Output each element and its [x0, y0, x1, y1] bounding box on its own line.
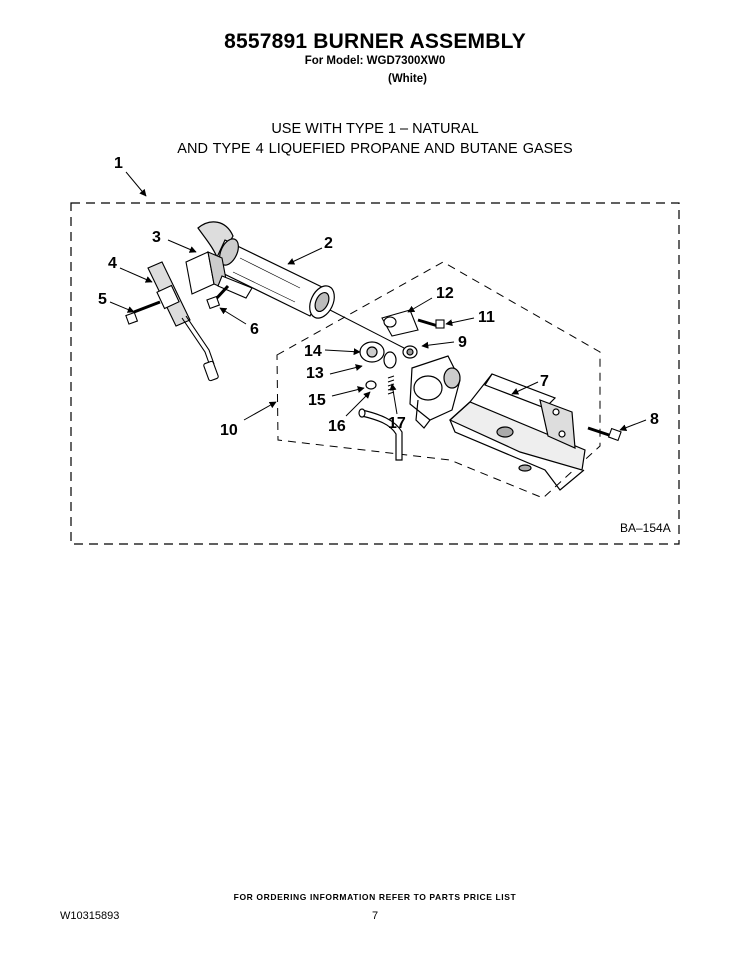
- document-number: W10315893: [60, 910, 120, 922]
- callout-16: 16: [328, 418, 346, 435]
- callout-4: 4: [108, 255, 117, 272]
- usage-line-2: AND TYPE 4 LIQUEFIED PROPANE AND BUTANE …: [177, 141, 573, 157]
- leader-7: [511, 381, 539, 395]
- callout-10: 10: [220, 422, 238, 439]
- callout-11: 11: [478, 309, 495, 326]
- model-line: For Model: WGD7300XW0: [304, 55, 446, 67]
- callout-7: 7: [540, 373, 549, 390]
- leader-14: [324, 348, 361, 356]
- bracket-screw: [206, 284, 230, 310]
- callout-8: 8: [650, 411, 659, 428]
- igniter: [147, 261, 219, 382]
- valve-subassembly-boundary: [276, 261, 601, 499]
- leader-12: [407, 297, 433, 313]
- page-number: 7: [372, 910, 379, 922]
- callout-14: 14: [304, 343, 322, 360]
- valve-bracket-screw: [587, 426, 622, 442]
- leader-15: [331, 386, 365, 397]
- callouts: 1 2 3 4 5 6 7 8 9 10 11 12 13 14 15 16 1…: [98, 155, 659, 439]
- callout-17: 17: [388, 415, 406, 432]
- igniter-screw: [125, 300, 161, 325]
- callout-9: 9: [458, 334, 467, 351]
- leader-2: [287, 247, 323, 265]
- leader-8: [619, 419, 647, 432]
- leader-5: [109, 301, 135, 313]
- callout-12: 12: [436, 285, 454, 302]
- leader-4: [119, 267, 153, 283]
- leader-6: [219, 307, 247, 325]
- leader-16: [345, 391, 371, 417]
- leader-9: [421, 341, 455, 349]
- callout-3: 3: [152, 229, 161, 246]
- callout-6: 6: [250, 321, 259, 338]
- leader-10: [243, 401, 277, 421]
- coil-bracket: [381, 309, 445, 337]
- callout-1: 1: [114, 155, 123, 172]
- callout-2: 2: [324, 235, 333, 252]
- color-line: (White): [388, 73, 427, 85]
- diagram-reference-code: BA–154A: [620, 521, 671, 535]
- leader-lines: [109, 171, 647, 432]
- usage-line-1: USE WITH TYPE 1 – NATURAL: [271, 121, 479, 137]
- leader-17: [389, 383, 398, 415]
- burner-tube: [197, 221, 335, 319]
- assembly-boundary: [70, 202, 680, 545]
- callout-15: 15: [308, 392, 326, 409]
- mounting-bracket: [185, 251, 253, 299]
- valve-bracket: [448, 373, 586, 491]
- leader-1: [125, 171, 147, 197]
- leader-11: [445, 317, 475, 327]
- callout-13: 13: [306, 365, 324, 382]
- alignment-line: [329, 309, 405, 349]
- callout-5: 5: [98, 291, 107, 308]
- ordering-note: FOR ORDERING INFORMATION REFER TO PARTS …: [233, 892, 517, 902]
- leader-3: [167, 239, 197, 253]
- gas-valve: [358, 341, 461, 461]
- page-title: 8557891 BURNER ASSEMBLY: [224, 30, 526, 53]
- leader-13: [329, 364, 363, 375]
